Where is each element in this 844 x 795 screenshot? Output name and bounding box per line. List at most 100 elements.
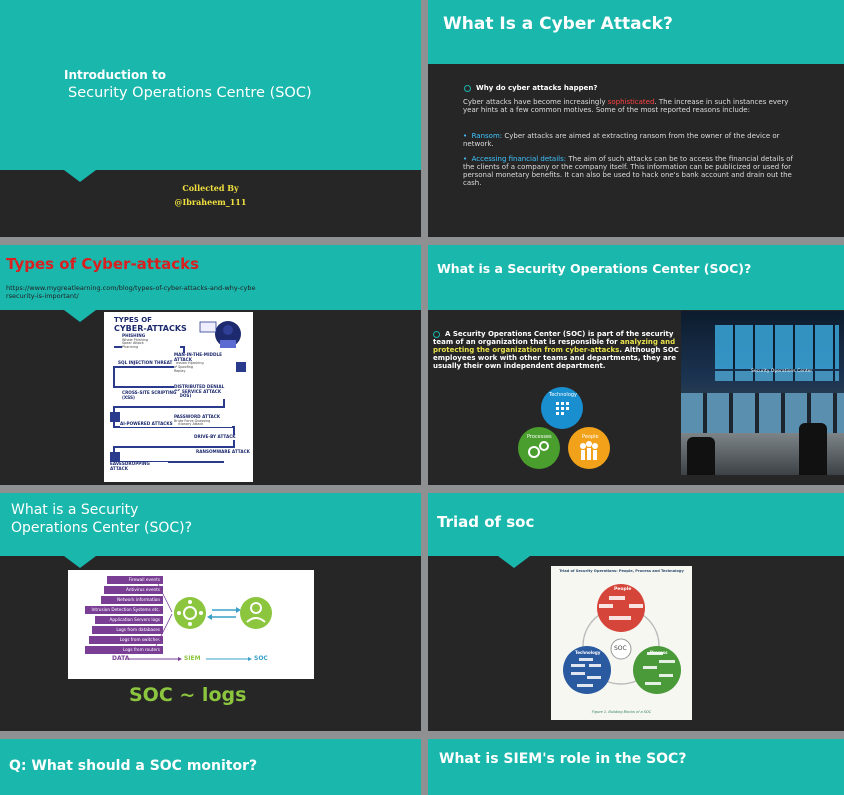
triad-diagram: Triad of Security Operations: People, Pr… — [551, 566, 692, 720]
author-handle: @Ibraheem_111 — [174, 197, 247, 207]
slide-types-of-cyber-attacks[interactable]: Types of Cyber-attacks https://www.mygre… — [0, 245, 421, 485]
triad-graphic — [563, 584, 681, 694]
infographic-item-sub: Session Hijacking — [174, 361, 204, 366]
infographic-heading1: TYPES OF — [114, 316, 152, 324]
infographic-item-label: EAVESDROPPING ATTACK — [110, 461, 150, 471]
triad-diagram-title: Triad of Security Operations: People, Pr… — [559, 569, 684, 573]
source-url-link[interactable]: https://www.mygreatlearning.com/blog/typ… — [6, 284, 256, 300]
bullet-dot-icon: • — [463, 132, 472, 140]
infographic-item: CROSS-SITE SCRIPTING (XSS) — [122, 390, 180, 401]
intro-paragraph: Cyber attacks have become increasingly s… — [463, 98, 803, 114]
intro-highlight: sophisticated — [607, 98, 655, 106]
chair — [799, 423, 827, 475]
log-source-item: Antivirus events — [104, 586, 163, 594]
infographic-item-label: SQL INJECTION THREAT — [118, 360, 173, 365]
infographic-item-label: PHISHING — [122, 333, 146, 338]
log-source-item: Logs from databases — [92, 626, 163, 634]
chair — [687, 437, 715, 475]
intro-post: . The increase in such instances every y… — [463, 98, 789, 114]
slide-intro-title-line1: Introduction to — [64, 68, 166, 82]
slide-soc-monitor[interactable]: Q: What should a SOC monitor? — [0, 739, 421, 795]
slide-soc-logs[interactable]: What is a Security Operations Center (SO… — [0, 493, 421, 731]
bullet-financial: • Accessing financial details: The aim o… — [463, 155, 803, 187]
flow-siem-label: SIEM — [184, 655, 201, 662]
siem-flow-graphic — [128, 579, 272, 661]
bullet-financial-label: Accessing financial details: — [471, 155, 567, 163]
infographic-item: DISTRIBUTED DENIAL OF SERVICE ATTACK (DD… — [174, 384, 232, 399]
infographic-item-sub: IP Spoofing — [174, 364, 194, 369]
flow-soc-label: SOC — [254, 655, 268, 662]
infographic-item-label: RANSOMWARE ATTACK — [196, 449, 250, 454]
photo-caption: Security Operations Center — [751, 369, 813, 374]
triad-process-label: Process — [650, 650, 668, 655]
infographic-item: RANSOMWARE ATTACK — [196, 449, 253, 455]
bullet-ring-icon — [433, 330, 440, 338]
slide-triad-of-soc[interactable]: Triad of soc Triad of Security Operation… — [428, 493, 844, 731]
infographic-item-label: DRIVE-BY ATTACK — [194, 434, 236, 439]
question-heading: Why do cyber attacks happen? — [464, 84, 597, 92]
figure-caption: Figure 1. Building Blocks of a SOC — [591, 710, 652, 714]
circle-technology-label: Technology — [549, 392, 578, 398]
slide-intro-title-line2: Security Operations Centre (SOC) — [68, 85, 312, 101]
slide-what-is-cyber-attack[interactable]: What Is a Cyber Attack? Why do cyber att… — [428, 0, 844, 237]
slide-title: What is SIEM's role in the SOC? — [439, 751, 687, 767]
infographic-item: EAVESDROPPING ATTACK — [110, 461, 168, 472]
circle-people-label: People — [582, 434, 599, 440]
slide-siem-role[interactable]: What is SIEM's role in the SOC? — [428, 739, 844, 795]
slide-title: What Is a Cyber Attack? — [443, 14, 673, 34]
bullet-ransom-label: Ransom: — [471, 132, 503, 140]
infographic-item: SQL INJECTION THREAT — [118, 360, 176, 366]
infographic-item-sub: Pharming — [122, 345, 139, 350]
siem-hub-icon — [174, 597, 206, 629]
infographic-item: AI-POWERED ATTACKS — [120, 421, 178, 427]
log-source-item: Logs from routers — [85, 646, 163, 654]
infographic-item-sub: Whale Phishing — [122, 337, 148, 342]
log-source-item: Firewall events — [107, 576, 163, 584]
log-source-item: Network information — [101, 596, 163, 604]
bullet-financial-text: The aim of such attacks can be to access… — [463, 155, 793, 187]
log-source-item: Intrusion Detection Systems etc. — [85, 606, 163, 614]
collected-by-label: Collected By — [182, 183, 239, 193]
flow-data-label: DATA — [112, 655, 130, 662]
bullet-dot-icon: • — [463, 155, 472, 163]
log-source-item: Logs from switches — [89, 636, 163, 644]
soc-room-photo: Security Operations Center — [681, 311, 844, 475]
soc-triad-circles — [518, 387, 610, 469]
video-wall — [715, 325, 839, 369]
soc-logs-caption: SOC ~ logs — [129, 684, 247, 706]
slide-title: Triad of soc — [437, 513, 535, 531]
infographic-item-label: MAN-IN-THE-MIDDLE ATTACK — [174, 352, 223, 362]
triad-technology-label: Technology — [575, 650, 601, 655]
infographic-item-sub: Dictionary Attack — [174, 422, 204, 427]
slide-intro[interactable]: Introduction to Security Operations Cent… — [0, 0, 421, 237]
slide-title: Q: What should a SOC monitor? — [9, 758, 258, 774]
bullet-ransom: • Ransom: Cyber attacks are aimed at ext… — [463, 132, 803, 148]
people-icon — [580, 441, 598, 460]
infographic-item-sub: Brute Force Guessing — [174, 418, 211, 423]
definition-highlight: analyzing and protecting the organizatio… — [433, 338, 676, 354]
technology-grid-icon — [556, 402, 569, 415]
triad-people-label: People — [614, 587, 632, 592]
infographic-item-sub: Replay — [174, 368, 186, 373]
bullet-ransom-text: Cyber attacks are aimed at extracting ra… — [463, 132, 780, 148]
log-source-item: Application Servers logs — [95, 616, 163, 624]
video-wall-row2 — [715, 371, 839, 381]
slide-title-line1: What is a Security — [11, 502, 139, 518]
slide-what-is-soc[interactable]: What is a Security Operations Center (SO… — [428, 245, 844, 485]
slide-title: What is a Security Operations Center (SO… — [437, 261, 752, 276]
infographic-item-label: DISTRIBUTED DENIAL OF SERVICE ATTACK (DD… — [174, 384, 225, 399]
infographic-item: DRIVE-BY ATTACK — [194, 434, 252, 440]
definition-post: . Although SOC employees work with other… — [433, 346, 679, 370]
infographic-item-label: CROSS-SITE SCRIPTING (XSS) — [122, 390, 177, 400]
infographic-item-sub: Spear Attack — [122, 341, 144, 346]
question-text: Why do cyber attacks happen? — [476, 84, 598, 92]
infographic-item-label: AI-POWERED ATTACKS — [120, 421, 173, 426]
circle-processes-label: Processes — [527, 434, 552, 440]
infographic-heading2: CYBER-ATTACKS — [114, 324, 187, 333]
